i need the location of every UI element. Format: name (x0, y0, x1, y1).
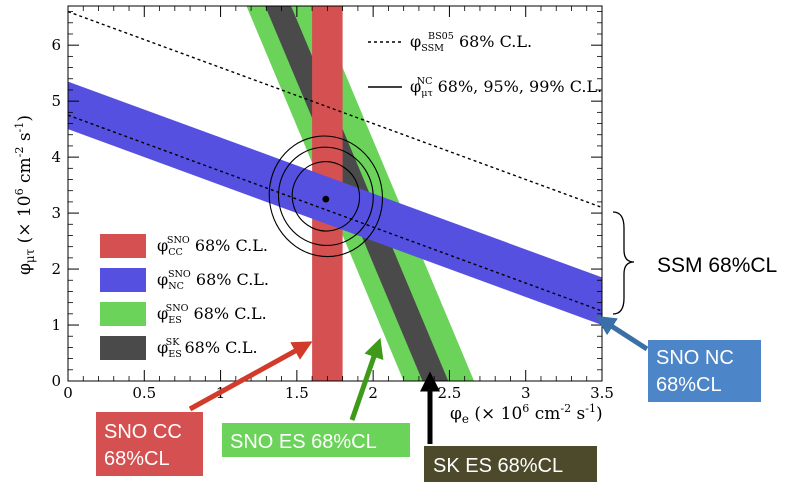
x-tick-label: 0 (63, 384, 73, 402)
legend-swatch (100, 302, 146, 326)
y-axis-label: φμτ (× 106 cm-2 s-1) (13, 115, 37, 275)
contour-95pct (277, 146, 374, 247)
y-tick-label: 4 (51, 148, 61, 166)
sno-nc-callout-text: SNO NC (656, 347, 734, 369)
sk-es-callout-text: SK ES 68%CL (433, 455, 563, 477)
plot-frame (67, 5, 603, 382)
y-tick-label: 0 (51, 372, 61, 390)
ssm-brace (612, 211, 635, 315)
sno-nc-callout-box (648, 340, 761, 402)
x-tick-label: 0.5 (132, 384, 156, 402)
ssm-line (68, 10, 602, 209)
ssm-brace-label: SSM 68%CL (657, 254, 777, 277)
sno-es-callout-text: SNO ES 68%CL (230, 431, 377, 453)
x-tick-label: 3 (521, 384, 531, 402)
y-tick-label: 3 (51, 204, 61, 222)
x-tick-label: 3.5 (590, 384, 614, 402)
sno-nc-callout-text: 68%CL (656, 374, 722, 396)
sno-es-callout-arrow (349, 337, 384, 421)
sno-nc-callout-arrow (595, 315, 649, 352)
legend-label: φESSK 68% C.L. (157, 337, 258, 360)
y-tick-label: 2 (51, 260, 61, 278)
y-tick-label: 1 (51, 316, 61, 334)
x-tick-label: 1.5 (285, 384, 309, 402)
band-sno-nc (68, 81, 602, 326)
legend-label: φESSNO 68% C.L. (157, 303, 267, 326)
legend-top-label: φμτNC 68%, 95%, 99% C.L. (410, 76, 602, 99)
plot-area (68, 6, 602, 381)
sno-es-callout-box (222, 423, 410, 457)
y-tick-label: 5 (51, 92, 61, 110)
sk-es-callout-box (424, 446, 597, 482)
legend-swatch (100, 268, 146, 292)
y-tick-label: 6 (51, 36, 61, 54)
x-tick-label: 2 (368, 384, 378, 402)
sno-cc-callout-arrow (188, 341, 313, 412)
contour-99pct (268, 135, 384, 258)
legend-label: φCCSNO 68% C.L. (157, 235, 268, 258)
x-axis-label: φe (× 106 cm-2 s-1) (450, 402, 603, 426)
sno-cc-callout-text: SNO CC (104, 421, 182, 443)
x-tick-label: 2.5 (437, 384, 461, 402)
sno-cc-callout-box (96, 412, 203, 476)
sno-cc-callout-text: 68%CL (104, 448, 170, 470)
legend-label: φNCSNO 68% C.L. (157, 269, 269, 292)
legend-top-label: φSSMBS05 68% C.L. (410, 31, 532, 54)
best-fit-point (322, 195, 330, 203)
contour-68pct (291, 161, 361, 232)
ssm-line (68, 114, 602, 312)
legend-swatch (100, 234, 146, 258)
legend-swatch (100, 336, 146, 360)
